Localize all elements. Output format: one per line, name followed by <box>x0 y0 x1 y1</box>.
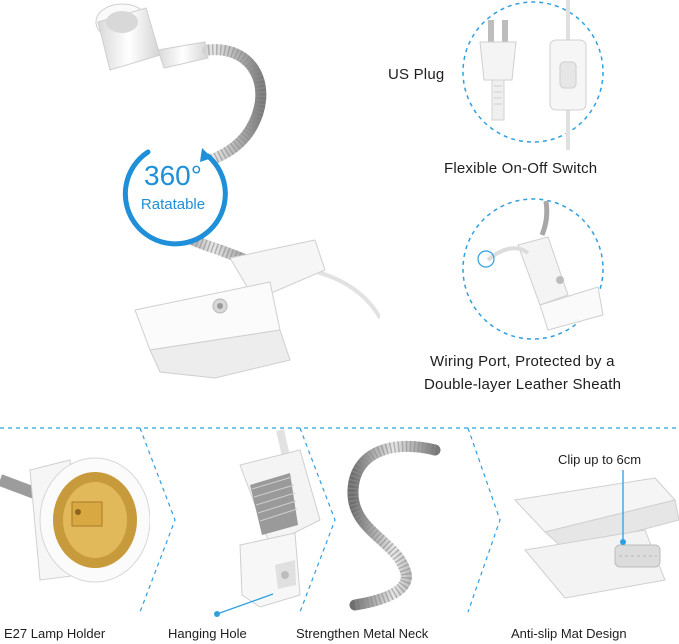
clip-body <box>134 239 326 379</box>
callout-switch: Flexible On-Off Switch <box>444 160 598 177</box>
on-off-switch-icon <box>549 0 587 150</box>
panel-metal-neck <box>335 440 475 615</box>
rotation-badge-label: Ratatable <box>140 196 206 213</box>
callout-wiring-line1: Wiring Port, Protected by a <box>430 353 615 370</box>
feature-label-anti-slip: Anti-slip Mat Design <box>511 626 627 641</box>
callout-wiring-line2: Double-layer Leather Sheath <box>424 376 622 393</box>
panel-anti-slip <box>505 470 679 610</box>
rotation-badge: 360° Ratatable <box>118 138 228 248</box>
feature-strip-frame <box>0 420 679 620</box>
plug-switch-circle <box>458 0 608 150</box>
feature-label-hanging-hole: Hanging Hole <box>168 626 247 641</box>
callout-us-plug: US Plug <box>388 66 445 83</box>
callout-clip-up-to: Clip up to 6cm <box>558 452 642 467</box>
panel-hanging-hole <box>180 425 330 615</box>
hanging-hole-pointer <box>213 588 293 618</box>
us-plug-icon <box>479 20 517 121</box>
wiring-port-circle <box>458 195 608 345</box>
rotation-badge-value: 360° <box>144 160 202 191</box>
panel-lamp-holder <box>0 440 150 615</box>
power-cable <box>309 268 380 319</box>
e27-socket-top <box>95 3 209 71</box>
feature-label-lamp-holder: E27 Lamp Holder <box>4 626 106 641</box>
feature-label-metal-neck: Strengthen Metal Neck <box>296 626 429 641</box>
